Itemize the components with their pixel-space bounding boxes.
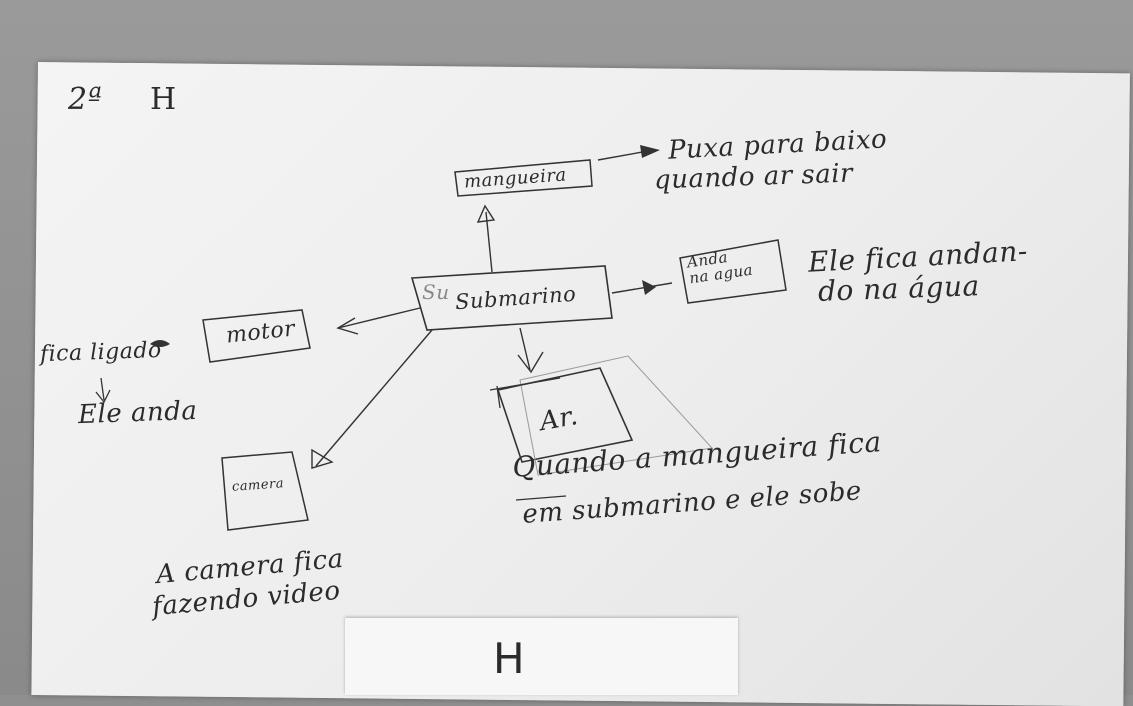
motor-on-note: fica ligado: [39, 337, 163, 368]
water-note-line-2: do na água: [817, 269, 981, 308]
card-letter: H: [493, 634, 526, 683]
water-node-border: [679, 239, 787, 304]
submarine-node-border: [410, 265, 613, 331]
air-faint-outline: [519, 355, 713, 476]
arrow-hose-note: [597, 150, 649, 161]
arrow-to-camera: [315, 329, 433, 467]
hose-node-border: [454, 159, 593, 197]
camera-node-border: [221, 451, 309, 531]
arrow-to-air: [519, 327, 531, 371]
arrow-to-motor: [337, 307, 421, 329]
group-letter: H: [150, 82, 177, 117]
arrow-to-water: [611, 282, 673, 294]
air-node-border: [496, 367, 634, 463]
group-label: 2ª: [68, 82, 103, 117]
motor-node-border: [202, 309, 311, 363]
submarine-crossed-text: Su: [422, 280, 450, 304]
arrow-motor-walks: [100, 377, 105, 401]
letter-card: H: [345, 618, 738, 695]
motor-walks-note: Ele anda: [77, 395, 198, 431]
arrow-to-hose: [485, 211, 493, 273]
